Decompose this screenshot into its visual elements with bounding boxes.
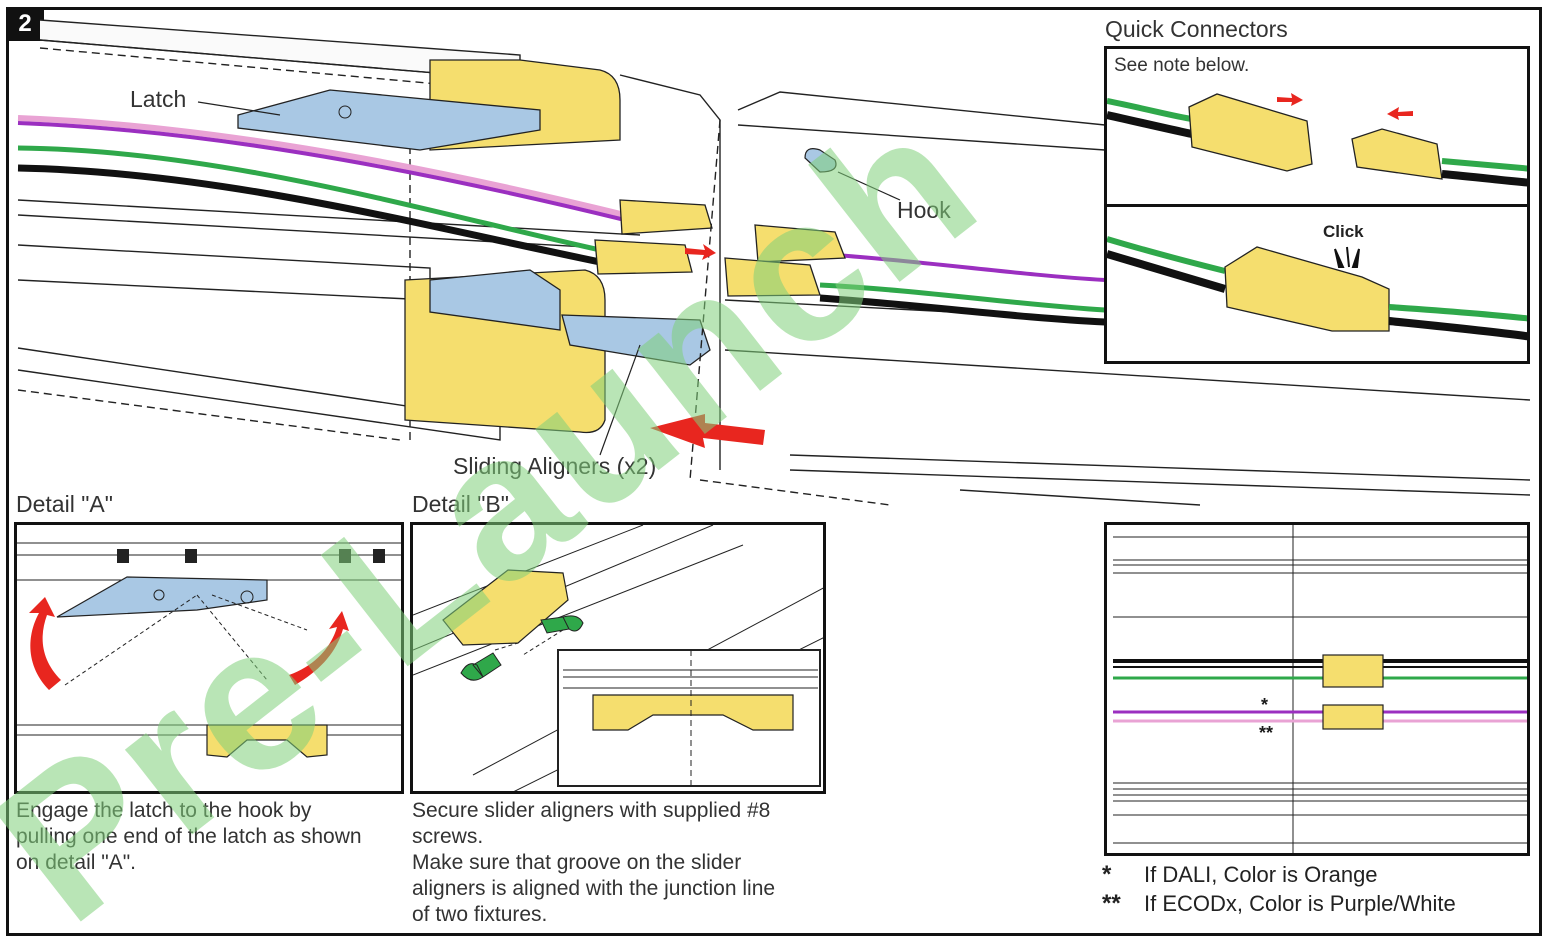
legend-text: If DALI, Color is Orange bbox=[1144, 862, 1378, 887]
connector-left-top bbox=[619, 199, 713, 235]
quick-connectors-box: See note below. Click bbox=[1104, 46, 1530, 364]
connector-right-top bbox=[754, 224, 846, 263]
detail-b-drawing bbox=[413, 525, 823, 791]
rotate-left-arrow-icon bbox=[29, 597, 61, 690]
black-wire-right bbox=[819, 294, 1106, 326]
rotate-right-arrow-icon bbox=[289, 611, 349, 685]
latch-detail-part bbox=[56, 576, 268, 618]
detail-b-caption-line: aligners is aligned with the junction li… bbox=[412, 877, 776, 900]
sliding-aligner-top bbox=[429, 269, 561, 331]
hook-part bbox=[804, 148, 837, 173]
aligner-inset-part bbox=[592, 694, 794, 731]
detail-a-caption: Engage the latch to the hook by pulling … bbox=[16, 798, 362, 876]
detail-a-caption-line: Engage the latch to the hook by bbox=[16, 799, 312, 822]
legend-text: If ECODx, Color is Purple/White bbox=[1144, 891, 1456, 916]
right-arrow-icon bbox=[1277, 93, 1303, 106]
detail-b-box bbox=[410, 522, 826, 794]
legend-symbol: * bbox=[1102, 861, 1112, 888]
detail-a-caption-line: on detail "A". bbox=[16, 851, 136, 874]
wiring-connector-bottom bbox=[1322, 704, 1384, 730]
green-wire-left bbox=[17, 145, 601, 253]
right-fixture bbox=[689, 91, 1531, 506]
pink-wire-left bbox=[17, 115, 626, 218]
detail-a-box bbox=[14, 522, 404, 794]
insert-arrow-icon bbox=[685, 244, 716, 260]
legend-ecodx: ** If ECODx, Color is Purple/White bbox=[1102, 890, 1456, 918]
hook-label: Hook bbox=[897, 197, 951, 223]
quick-connectors-note: See note below. bbox=[1114, 55, 1250, 76]
detail-b-title: Detail "B" bbox=[412, 491, 509, 517]
qc-connector-male bbox=[1351, 128, 1443, 180]
step-number-badge: 2 bbox=[6, 7, 44, 41]
connector-right-bottom bbox=[724, 257, 821, 297]
quick-connectors-drawing bbox=[1107, 93, 1527, 341]
wiring-connector-top bbox=[1322, 654, 1384, 688]
aligner-detail-part bbox=[206, 724, 328, 758]
detail-b-caption-line: of two fixtures. bbox=[412, 903, 548, 926]
purple-wire-marker: * bbox=[1261, 695, 1269, 715]
detail-a-title: Detail "A" bbox=[16, 491, 113, 517]
click-indicator-icon bbox=[1334, 246, 1360, 268]
sliding-aligners-label: Sliding Aligners (x2) bbox=[453, 453, 657, 479]
green-wire-right bbox=[819, 282, 1106, 313]
latch-part bbox=[237, 89, 541, 151]
legend-dali: * If DALI, Color is Orange bbox=[1102, 861, 1378, 889]
black-wire-left bbox=[17, 164, 601, 266]
screw-icon-top bbox=[540, 615, 584, 634]
detail-b-caption-line: Make sure that groove on the slider bbox=[412, 851, 742, 874]
quick-connectors-title: Quick Connectors bbox=[1105, 16, 1288, 42]
click-label: Click bbox=[1323, 222, 1364, 241]
aligner-block bbox=[442, 569, 569, 646]
legend-symbol: ** bbox=[1102, 890, 1121, 917]
purple-wire-right bbox=[834, 253, 1106, 282]
panel-divider bbox=[1107, 204, 1527, 207]
detail-b-caption-line: Secure slider aligners with supplied #8 bbox=[412, 799, 771, 822]
screw-icon-bottom bbox=[460, 652, 502, 681]
detail-a-caption-line: pulling one end of the latch as shown bbox=[16, 825, 362, 848]
detail-a-drawing bbox=[17, 542, 401, 758]
purple-wire-left bbox=[17, 121, 626, 222]
detail-b-caption-line: screws. bbox=[412, 825, 484, 848]
connector-left-bottom bbox=[594, 239, 693, 275]
figure-frame bbox=[6, 7, 1542, 936]
detail-b-caption: Secure slider aligners with supplied #8 … bbox=[412, 798, 775, 928]
qc-connector-female bbox=[1188, 93, 1313, 172]
left-arrow-icon bbox=[1387, 107, 1413, 120]
qc-connector-joined bbox=[1224, 246, 1390, 332]
wiring-detail-drawing bbox=[1113, 525, 1527, 853]
white-wire-marker: ** bbox=[1259, 723, 1274, 743]
push-direction-arrow-icon bbox=[650, 414, 765, 448]
latch-label: Latch bbox=[130, 86, 187, 112]
wiring-detail-box: * ** bbox=[1104, 522, 1530, 856]
